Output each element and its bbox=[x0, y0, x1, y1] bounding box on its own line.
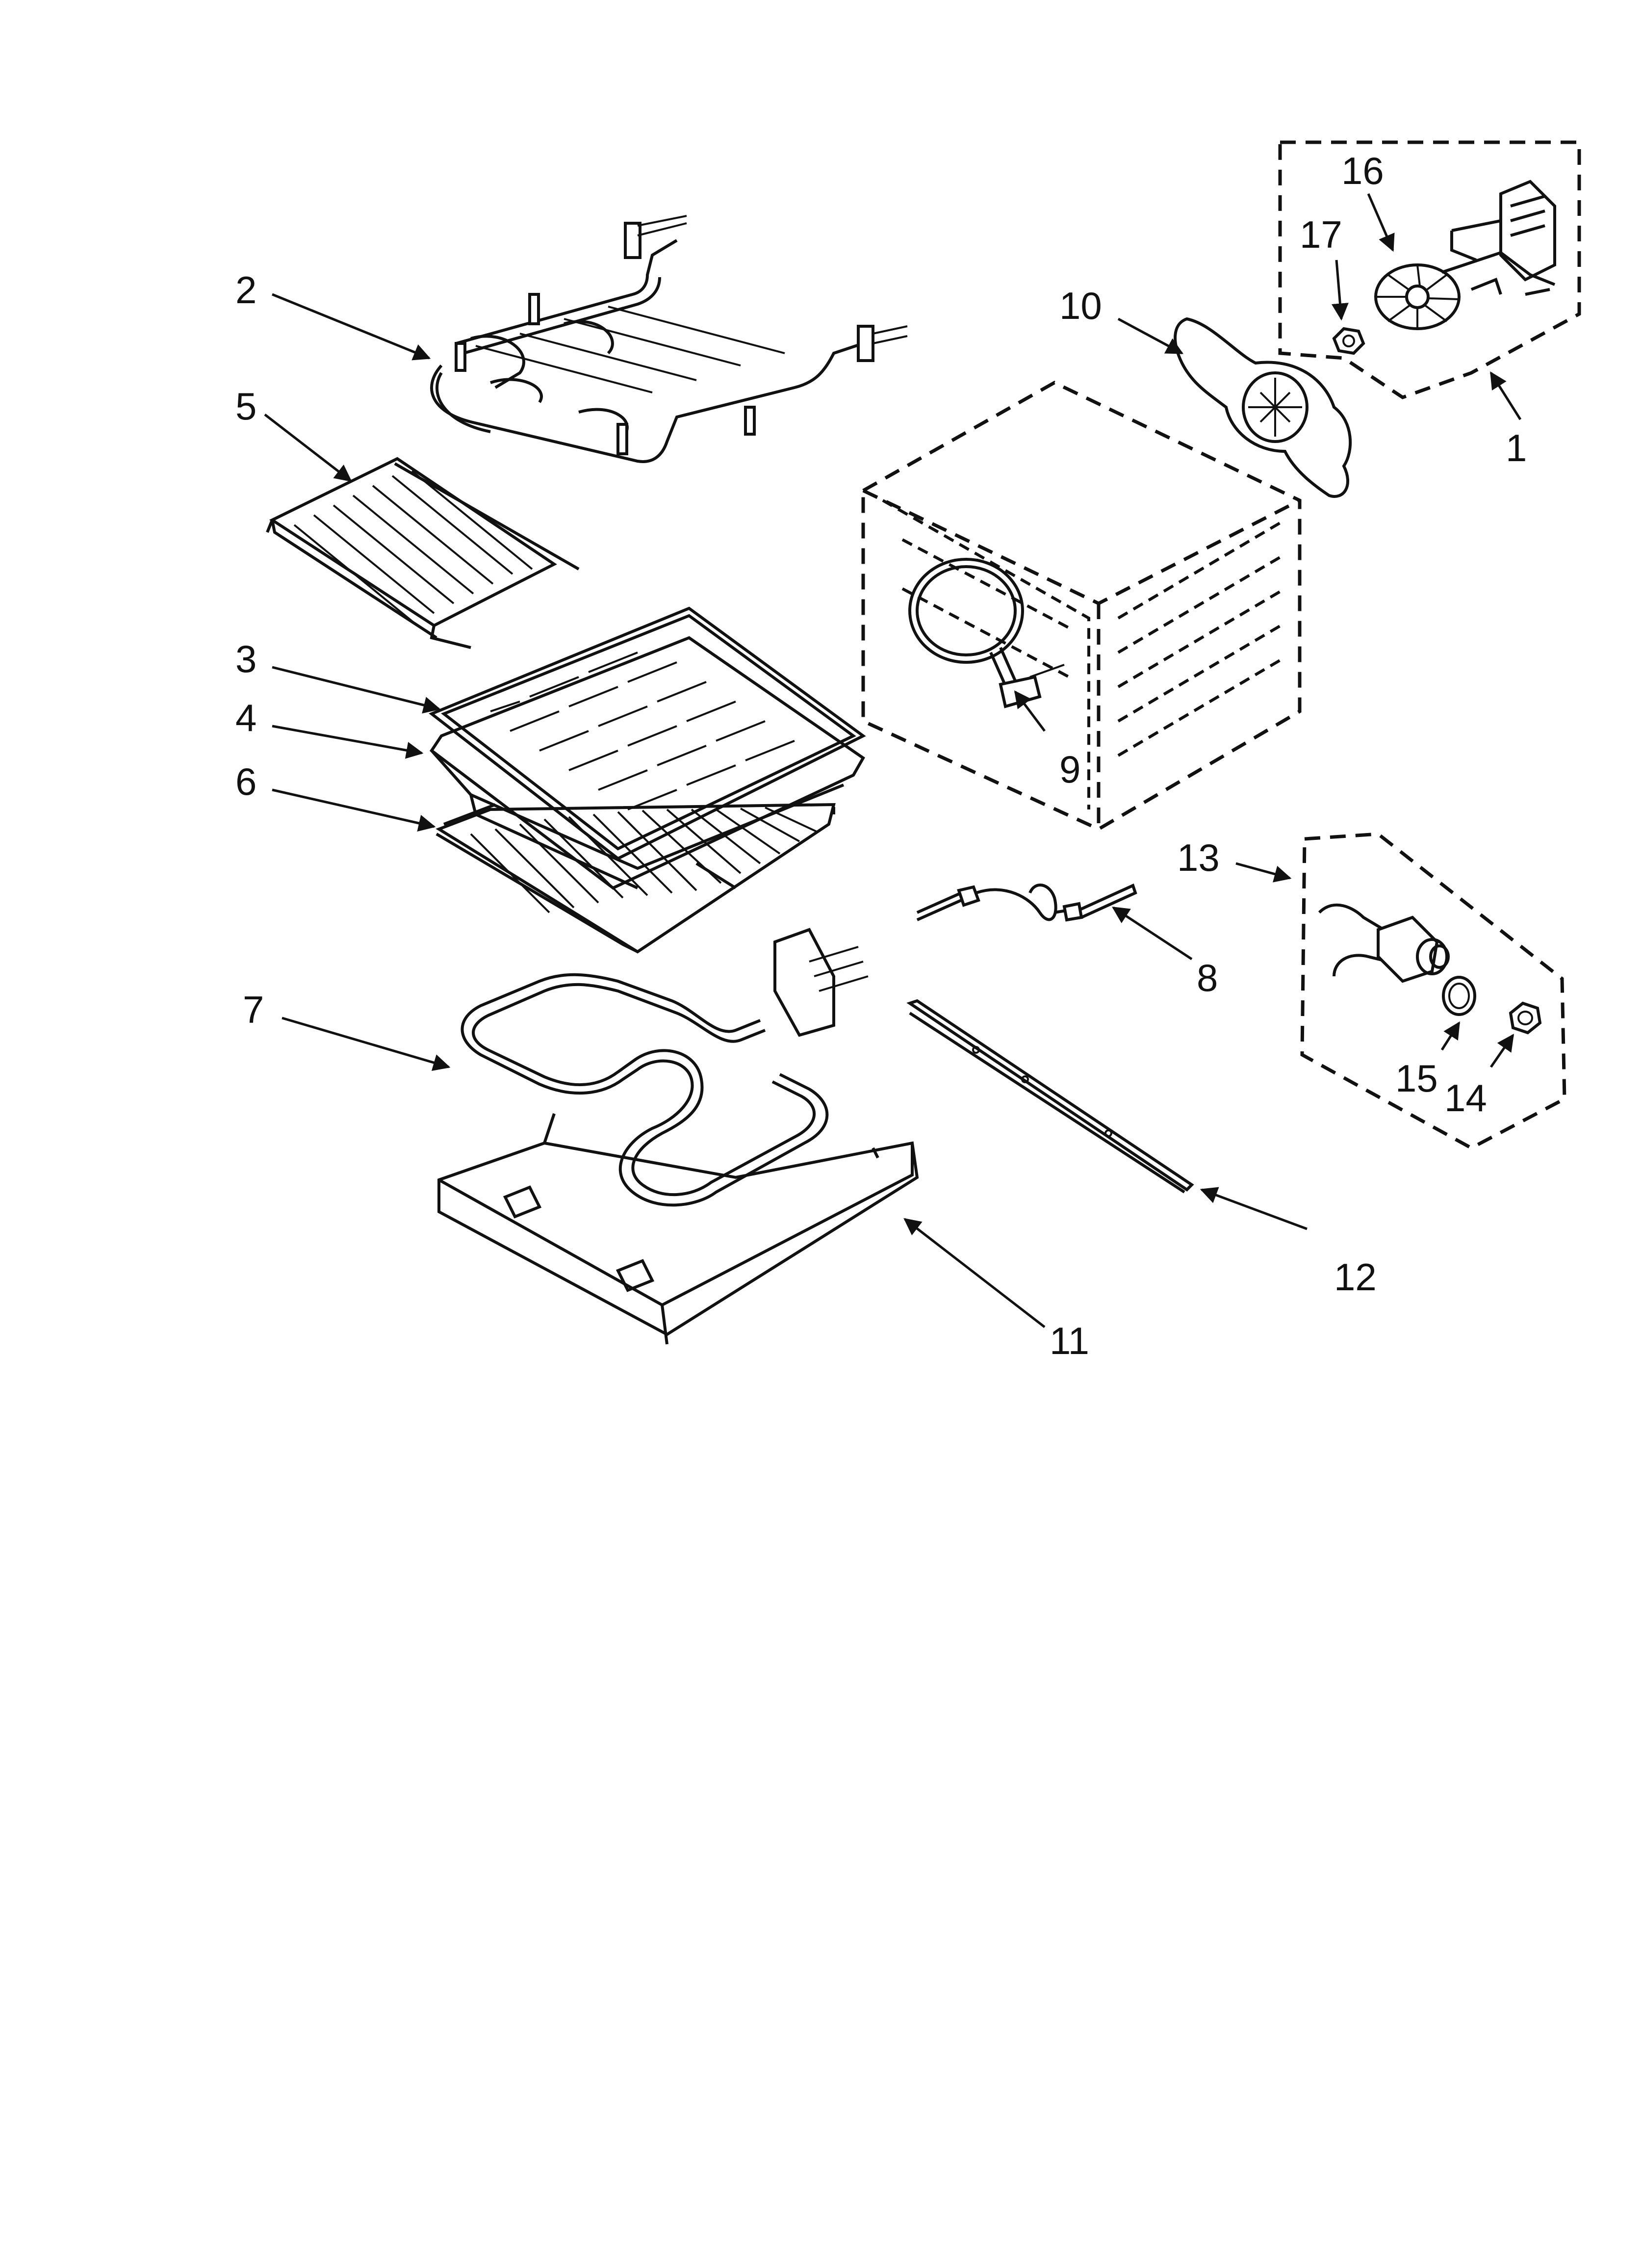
bake-element bbox=[461, 928, 869, 1207]
leader-7 bbox=[282, 1017, 451, 1071]
callout-5: 5 bbox=[235, 385, 257, 428]
callout-16: 16 bbox=[1341, 149, 1384, 192]
leader-6 bbox=[272, 788, 436, 832]
leader-2 bbox=[272, 293, 431, 361]
leader-lines bbox=[264, 193, 1522, 1328]
callout-17: 17 bbox=[1300, 213, 1342, 256]
callout-8: 8 bbox=[1197, 956, 1218, 999]
fan-nut bbox=[1332, 327, 1365, 355]
leader-1 bbox=[1489, 371, 1522, 420]
callout-12: 12 bbox=[1334, 1255, 1377, 1299]
lamp-gasket bbox=[1442, 976, 1476, 1016]
leader-17 bbox=[1331, 260, 1349, 321]
callout-7: 7 bbox=[243, 988, 264, 1031]
callout-2: 2 bbox=[235, 268, 257, 312]
leader-4 bbox=[272, 725, 424, 759]
callout-9: 9 bbox=[1059, 748, 1080, 791]
leader-12 bbox=[1200, 1187, 1308, 1230]
oven-cavity bbox=[861, 381, 1302, 831]
broil-element bbox=[430, 215, 908, 463]
callout-1: 1 bbox=[1506, 426, 1527, 469]
temperature-probe bbox=[916, 883, 1137, 922]
callout-4: 4 bbox=[235, 696, 257, 739]
leader-10 bbox=[1117, 317, 1184, 355]
oven-rack-upper bbox=[266, 457, 580, 649]
leader-15 bbox=[1440, 1021, 1461, 1051]
leader-16 bbox=[1367, 193, 1395, 252]
callout-11: 11 bbox=[1050, 1319, 1089, 1362]
lamp-socket bbox=[1318, 903, 1450, 983]
convection-fan-kit-group bbox=[1278, 140, 1581, 399]
callout-14: 14 bbox=[1444, 1076, 1487, 1120]
callout-10: 10 bbox=[1059, 284, 1102, 327]
callout-labels: 2 5 3 4 6 7 9 8 11 12 10 1 17 16 13 15 1… bbox=[235, 149, 1527, 1362]
lamp-kit-group bbox=[1300, 832, 1566, 1150]
leader-3 bbox=[272, 666, 441, 714]
callout-3: 3 bbox=[235, 637, 257, 680]
leader-9 bbox=[1014, 690, 1046, 732]
leader-11 bbox=[903, 1218, 1046, 1328]
oven-rack-lower bbox=[436, 803, 836, 954]
callout-15: 15 bbox=[1395, 1057, 1438, 1100]
leader-14 bbox=[1489, 1034, 1514, 1068]
fan-motor bbox=[1441, 180, 1556, 296]
leader-5 bbox=[264, 414, 352, 482]
fan-blade bbox=[1374, 263, 1461, 330]
fan-shroud bbox=[1174, 317, 1352, 498]
lamp-nut bbox=[1509, 1001, 1542, 1035]
support-rail bbox=[906, 999, 1194, 1194]
broiler-pan-insert bbox=[429, 606, 866, 860]
leader-13 bbox=[1235, 862, 1292, 883]
oven-bottom-cover bbox=[437, 1113, 919, 1345]
leader-8 bbox=[1112, 906, 1193, 961]
callout-6: 6 bbox=[235, 760, 257, 803]
callout-13: 13 bbox=[1177, 836, 1220, 879]
